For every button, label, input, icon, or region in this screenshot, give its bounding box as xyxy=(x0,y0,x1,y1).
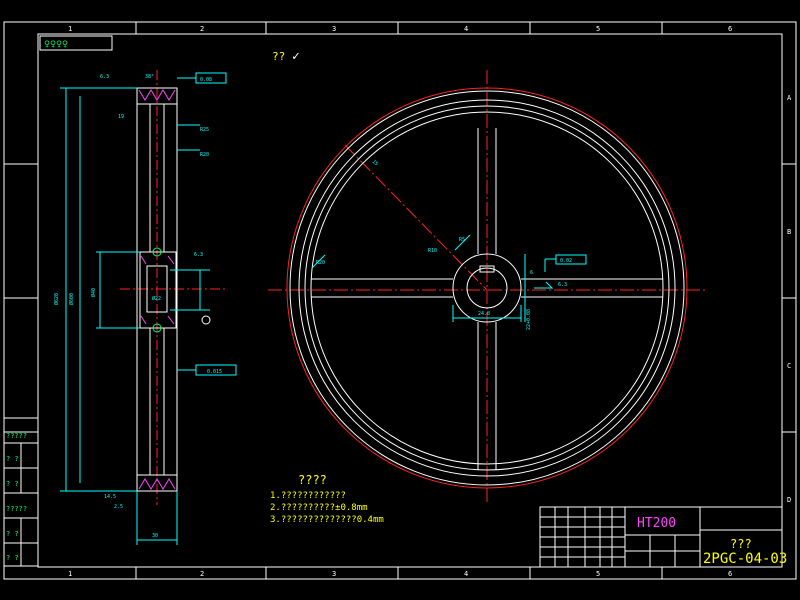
zone-col-3-bottom: 3 xyxy=(332,570,336,578)
dim-rim-height: 19 xyxy=(118,114,124,120)
zone-col-4: 4 xyxy=(464,25,468,33)
left-table-row-4: ????? xyxy=(6,505,27,513)
dim-bottom-width: 14.5 xyxy=(104,494,116,500)
tech-req-item-2: 2.??????????±0.8mm xyxy=(270,503,368,513)
left-table-row-5: ? ? xyxy=(6,530,19,538)
dim-groove-angle: 38° xyxy=(145,74,154,80)
dim-side-a: R25 xyxy=(200,127,209,133)
dim-spoke-r: R20 xyxy=(316,260,325,266)
dim-hub-w: 22+0.08 xyxy=(526,309,532,330)
zone-col-4-bottom: 4 xyxy=(464,570,468,578)
left-table-row-6: ? ? xyxy=(6,554,19,562)
left-table-row-1: ????? xyxy=(6,432,27,440)
zone-col-5: 5 xyxy=(596,25,600,33)
zone-row-d: D xyxy=(787,496,791,504)
symbol-box xyxy=(39,35,113,51)
dim-tol-box: 0.08 xyxy=(200,77,212,83)
dim-hub-o: R5 xyxy=(459,237,465,243)
zone-row-a: A xyxy=(787,94,792,102)
dim-top-small: 6.3 xyxy=(100,74,109,80)
left-table xyxy=(3,417,39,567)
zone-col-2-bottom: 2 xyxy=(200,570,204,578)
zone-col-2: 2 xyxy=(200,25,204,33)
dim-rim-thickness: 15 xyxy=(371,159,379,167)
zone-col-1: 1 xyxy=(68,25,72,33)
dim-spoke-angle: R10 xyxy=(428,248,437,254)
zone-labels: 1 2 3 4 5 6 1 2 3 4 5 6 A B C D xyxy=(68,25,792,578)
dim-side-b: R20 xyxy=(200,152,209,158)
top-left-symbols: ♀♀♀♀ xyxy=(44,39,68,50)
part-name: ??? xyxy=(730,537,752,551)
zone-col-3: 3 xyxy=(332,25,336,33)
dim-overall-dia: Ø620 xyxy=(53,293,60,305)
dim-bottom-small: 2.5 xyxy=(114,504,123,510)
tech-requirements: ???? 1.???????????? 2.??????????±0.8mm 3… xyxy=(270,473,384,525)
dim-keyway-h: 24.8 xyxy=(478,311,490,317)
dim-key-tol: 0.02 xyxy=(560,258,572,264)
material-label: HT200 xyxy=(637,516,676,531)
check-mark-icon: ✓ xyxy=(292,49,300,64)
front-view xyxy=(268,70,705,505)
roughness-note-label: ?? xyxy=(272,50,285,63)
left-table-row-3: ? ? xyxy=(6,480,19,488)
zone-row-c: C xyxy=(787,362,791,370)
section-view-labels: 6.3 38° 0.08 19 R25 R20 Ø620 Ø600 Ø40 Ø2… xyxy=(53,74,222,539)
tech-req-title: ???? xyxy=(298,473,327,487)
dim-pitch-dia: Ø600 xyxy=(68,293,75,305)
left-table-row-2: ? ? xyxy=(6,455,19,463)
zone-col-6: 6 xyxy=(728,25,732,33)
dim-runout: 0.015 xyxy=(207,369,222,375)
zone-row-b: B xyxy=(787,228,791,236)
zone-col-5-bottom: 5 xyxy=(596,570,600,578)
left-table-labels: ????? ? ? ? ? ????? ? ? ? ? xyxy=(6,432,27,562)
dim-key: 6.3 xyxy=(194,252,203,258)
front-view-labels: 15 R20 R10 R5 6 24.8 0.02 22+0.08 6.3 xyxy=(316,159,572,330)
dim-roughness: 6.3 xyxy=(558,282,567,288)
drawing-number: 2PGC-04-03 xyxy=(703,551,787,567)
dim-hub-bore: Ø22 xyxy=(152,295,161,302)
dim-hub-dia: Ø40 xyxy=(90,288,97,297)
dim-keyway-w: 6 xyxy=(530,270,533,276)
zone-col-6-bottom: 6 xyxy=(728,570,732,578)
section-view xyxy=(60,70,237,545)
tech-req-item-3: 3.??????????????0.4mm xyxy=(270,515,384,525)
drawing-frame xyxy=(3,21,797,580)
zone-col-1-bottom: 1 xyxy=(68,570,72,578)
dim-hub-width: 30 xyxy=(152,533,158,539)
title-block-labels: HT200 ??? 2PGC-04-03 xyxy=(637,516,787,567)
title-block xyxy=(539,506,783,568)
tech-req-item-1: 1.???????????? xyxy=(270,491,346,501)
